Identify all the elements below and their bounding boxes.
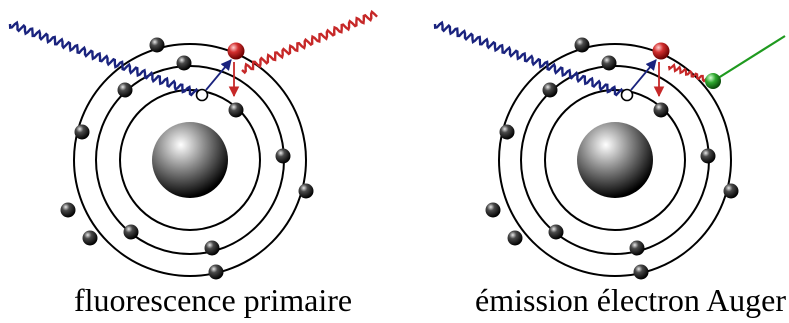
panel-fluorescence [8, 9, 378, 280]
electron-icon [633, 264, 649, 280]
fluorescence-photon-wave [241, 9, 378, 75]
electron-icon [548, 224, 564, 240]
ejection-arrow [630, 59, 657, 91]
electron-icon [204, 240, 220, 256]
electron-icon [700, 148, 716, 164]
orbit-shell-1 [73, 43, 307, 277]
ejection-arrow [205, 59, 232, 91]
electron-icon [123, 224, 139, 240]
electron-icon [485, 202, 501, 218]
electron-icon [60, 202, 76, 218]
vacancy-icon [195, 88, 209, 102]
caption-fluorescence: fluorescence primaire [74, 282, 353, 318]
electron-icon [542, 82, 558, 98]
panel-auger [433, 20, 786, 280]
electron-icon [275, 148, 291, 164]
electron-icon [507, 230, 523, 246]
excited-electron-icon [652, 42, 670, 60]
electron-icon [629, 240, 645, 256]
electron-icon [74, 124, 90, 140]
caption-auger: émission électron Auger [475, 282, 787, 318]
electron-icon [601, 55, 617, 71]
electron-icon [228, 102, 244, 118]
electron-icon [117, 82, 133, 98]
electron-icon [149, 37, 165, 53]
electron-icon [208, 264, 224, 280]
auger-electron-icon [705, 73, 721, 89]
electron-icon [176, 55, 192, 71]
electron-icon [298, 183, 314, 199]
incoming-photon-wave [433, 20, 624, 97]
vacancy-icon [620, 88, 634, 102]
electron-icon [574, 37, 590, 53]
orbit-shell-1 [498, 43, 732, 277]
nucleus-icon [152, 122, 228, 198]
electron-icon [723, 183, 739, 199]
electron-icon [82, 230, 98, 246]
electron-icon [499, 124, 515, 140]
excited-electron-icon [227, 42, 245, 60]
electron-icon [653, 102, 669, 118]
nucleus-icon [577, 122, 653, 198]
auger-electron-path [714, 35, 786, 81]
incoming-photon-wave [8, 20, 199, 97]
